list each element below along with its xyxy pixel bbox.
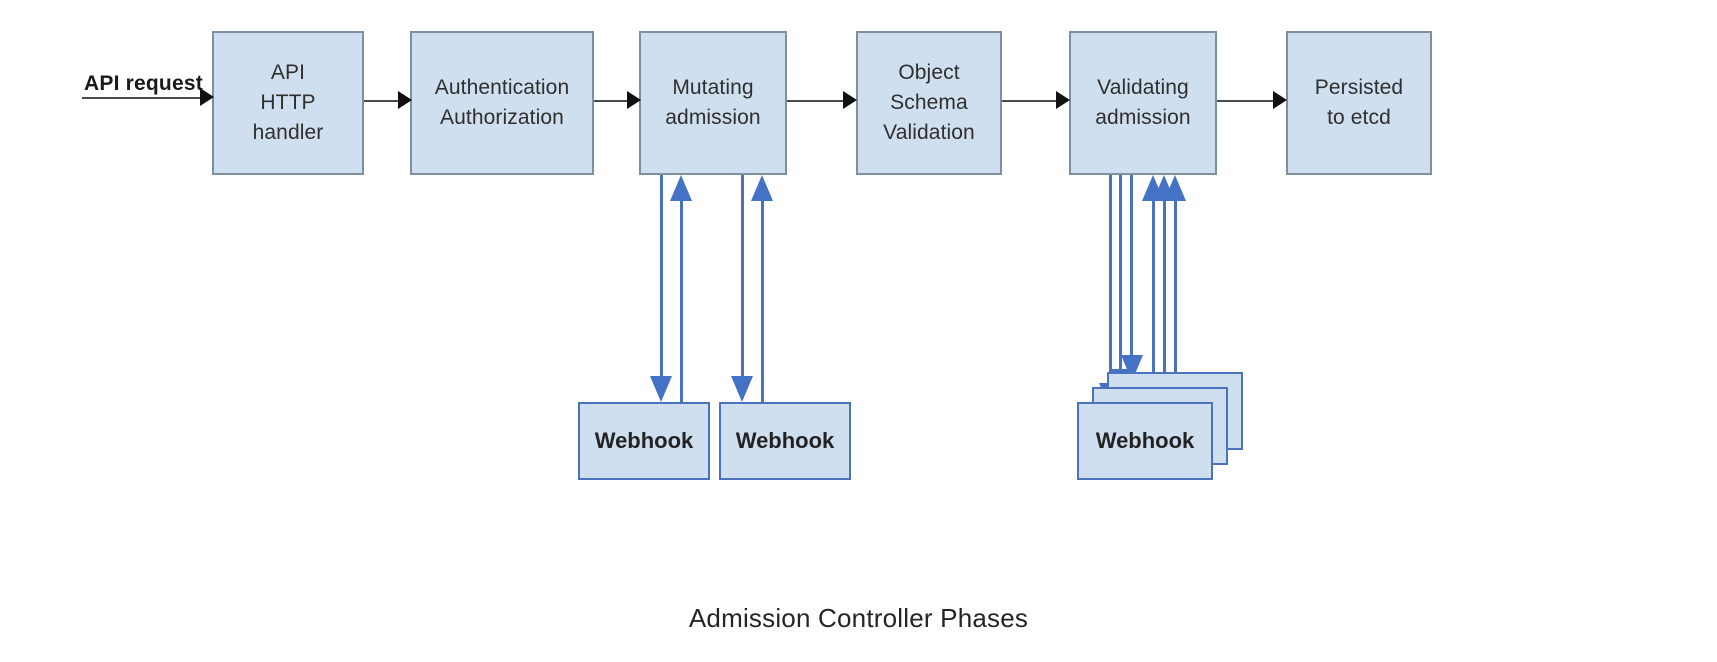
blue-up-line-mutating-2 (761, 198, 764, 404)
blue-up-line-validating-3 (1174, 198, 1177, 382)
phase-box-validating-admission[interactable]: Validating admission (1069, 31, 1217, 175)
flow-arrow-request-to-api (82, 88, 214, 106)
webhook-label-mutating-1: Webhook (594, 428, 694, 453)
blue-down-line-validating-3 (1130, 175, 1133, 357)
diagram-caption: Admission Controller Phases (688, 603, 1029, 633)
webhook-label-validating-1: Webhook (1095, 428, 1195, 453)
blue-up-arrowhead-mutating-1 (670, 175, 692, 201)
flow-arrow-schema-to-validating (1002, 91, 1071, 109)
phase-label-validating-admission: Validating admission (1095, 76, 1191, 129)
blue-down-line-mutating-1 (660, 175, 663, 378)
phase-box-object-schema-validation[interactable]: Object Schema Validation (856, 31, 1002, 175)
webhook-box-mutating-2[interactable]: Webhook (719, 402, 851, 480)
phase-box-persisted-to-etcd[interactable]: Persisted to etcd (1286, 31, 1432, 175)
phase-label-api-http-handler: API HTTP handler (252, 61, 324, 144)
blue-down-arrowhead-mutating-2 (731, 376, 753, 402)
blue-down-line-mutating-2 (741, 175, 744, 378)
blue-up-arrowhead-mutating-2 (751, 175, 773, 201)
flow-arrow-validating-to-etcd (1217, 91, 1288, 109)
flow-arrow-mutating-to-schema (787, 91, 858, 109)
webhook-box-validating-1[interactable]: Webhook (1077, 402, 1213, 480)
phase-box-api-http-handler[interactable]: API HTTP handler (212, 31, 364, 175)
webhook-label-mutating-2: Webhook (735, 428, 835, 453)
flow-arrow-auth-to-mutating (594, 91, 641, 109)
phase-label-authentication-authorization: Authentication Authorization (434, 76, 570, 129)
blue-down-arrowhead-mutating-1 (650, 376, 672, 402)
api-request-label: API request (84, 72, 203, 95)
phase-label-persisted-to-etcd: Persisted to etcd (1314, 76, 1404, 129)
blue-up-line-validating-2 (1163, 198, 1166, 394)
flow-arrow-api-to-auth (364, 91, 412, 109)
phase-box-authentication-authorization[interactable]: Authentication Authorization (410, 31, 594, 175)
blue-down-line-validating-2 (1119, 175, 1122, 371)
blue-up-line-mutating-1 (680, 198, 683, 404)
blue-up-arrowhead-validating-3 (1164, 175, 1186, 201)
phase-box-mutating-admission[interactable]: Mutating admission (639, 31, 787, 175)
phase-label-mutating-admission: Mutating admission (665, 76, 761, 129)
blue-down-line-validating-1 (1109, 175, 1112, 385)
blue-up-line-validating-1 (1152, 198, 1155, 406)
webhook-box-mutating-1[interactable]: Webhook (578, 402, 710, 480)
phase-label-object-schema-validation: Object Schema Validation (883, 61, 975, 144)
